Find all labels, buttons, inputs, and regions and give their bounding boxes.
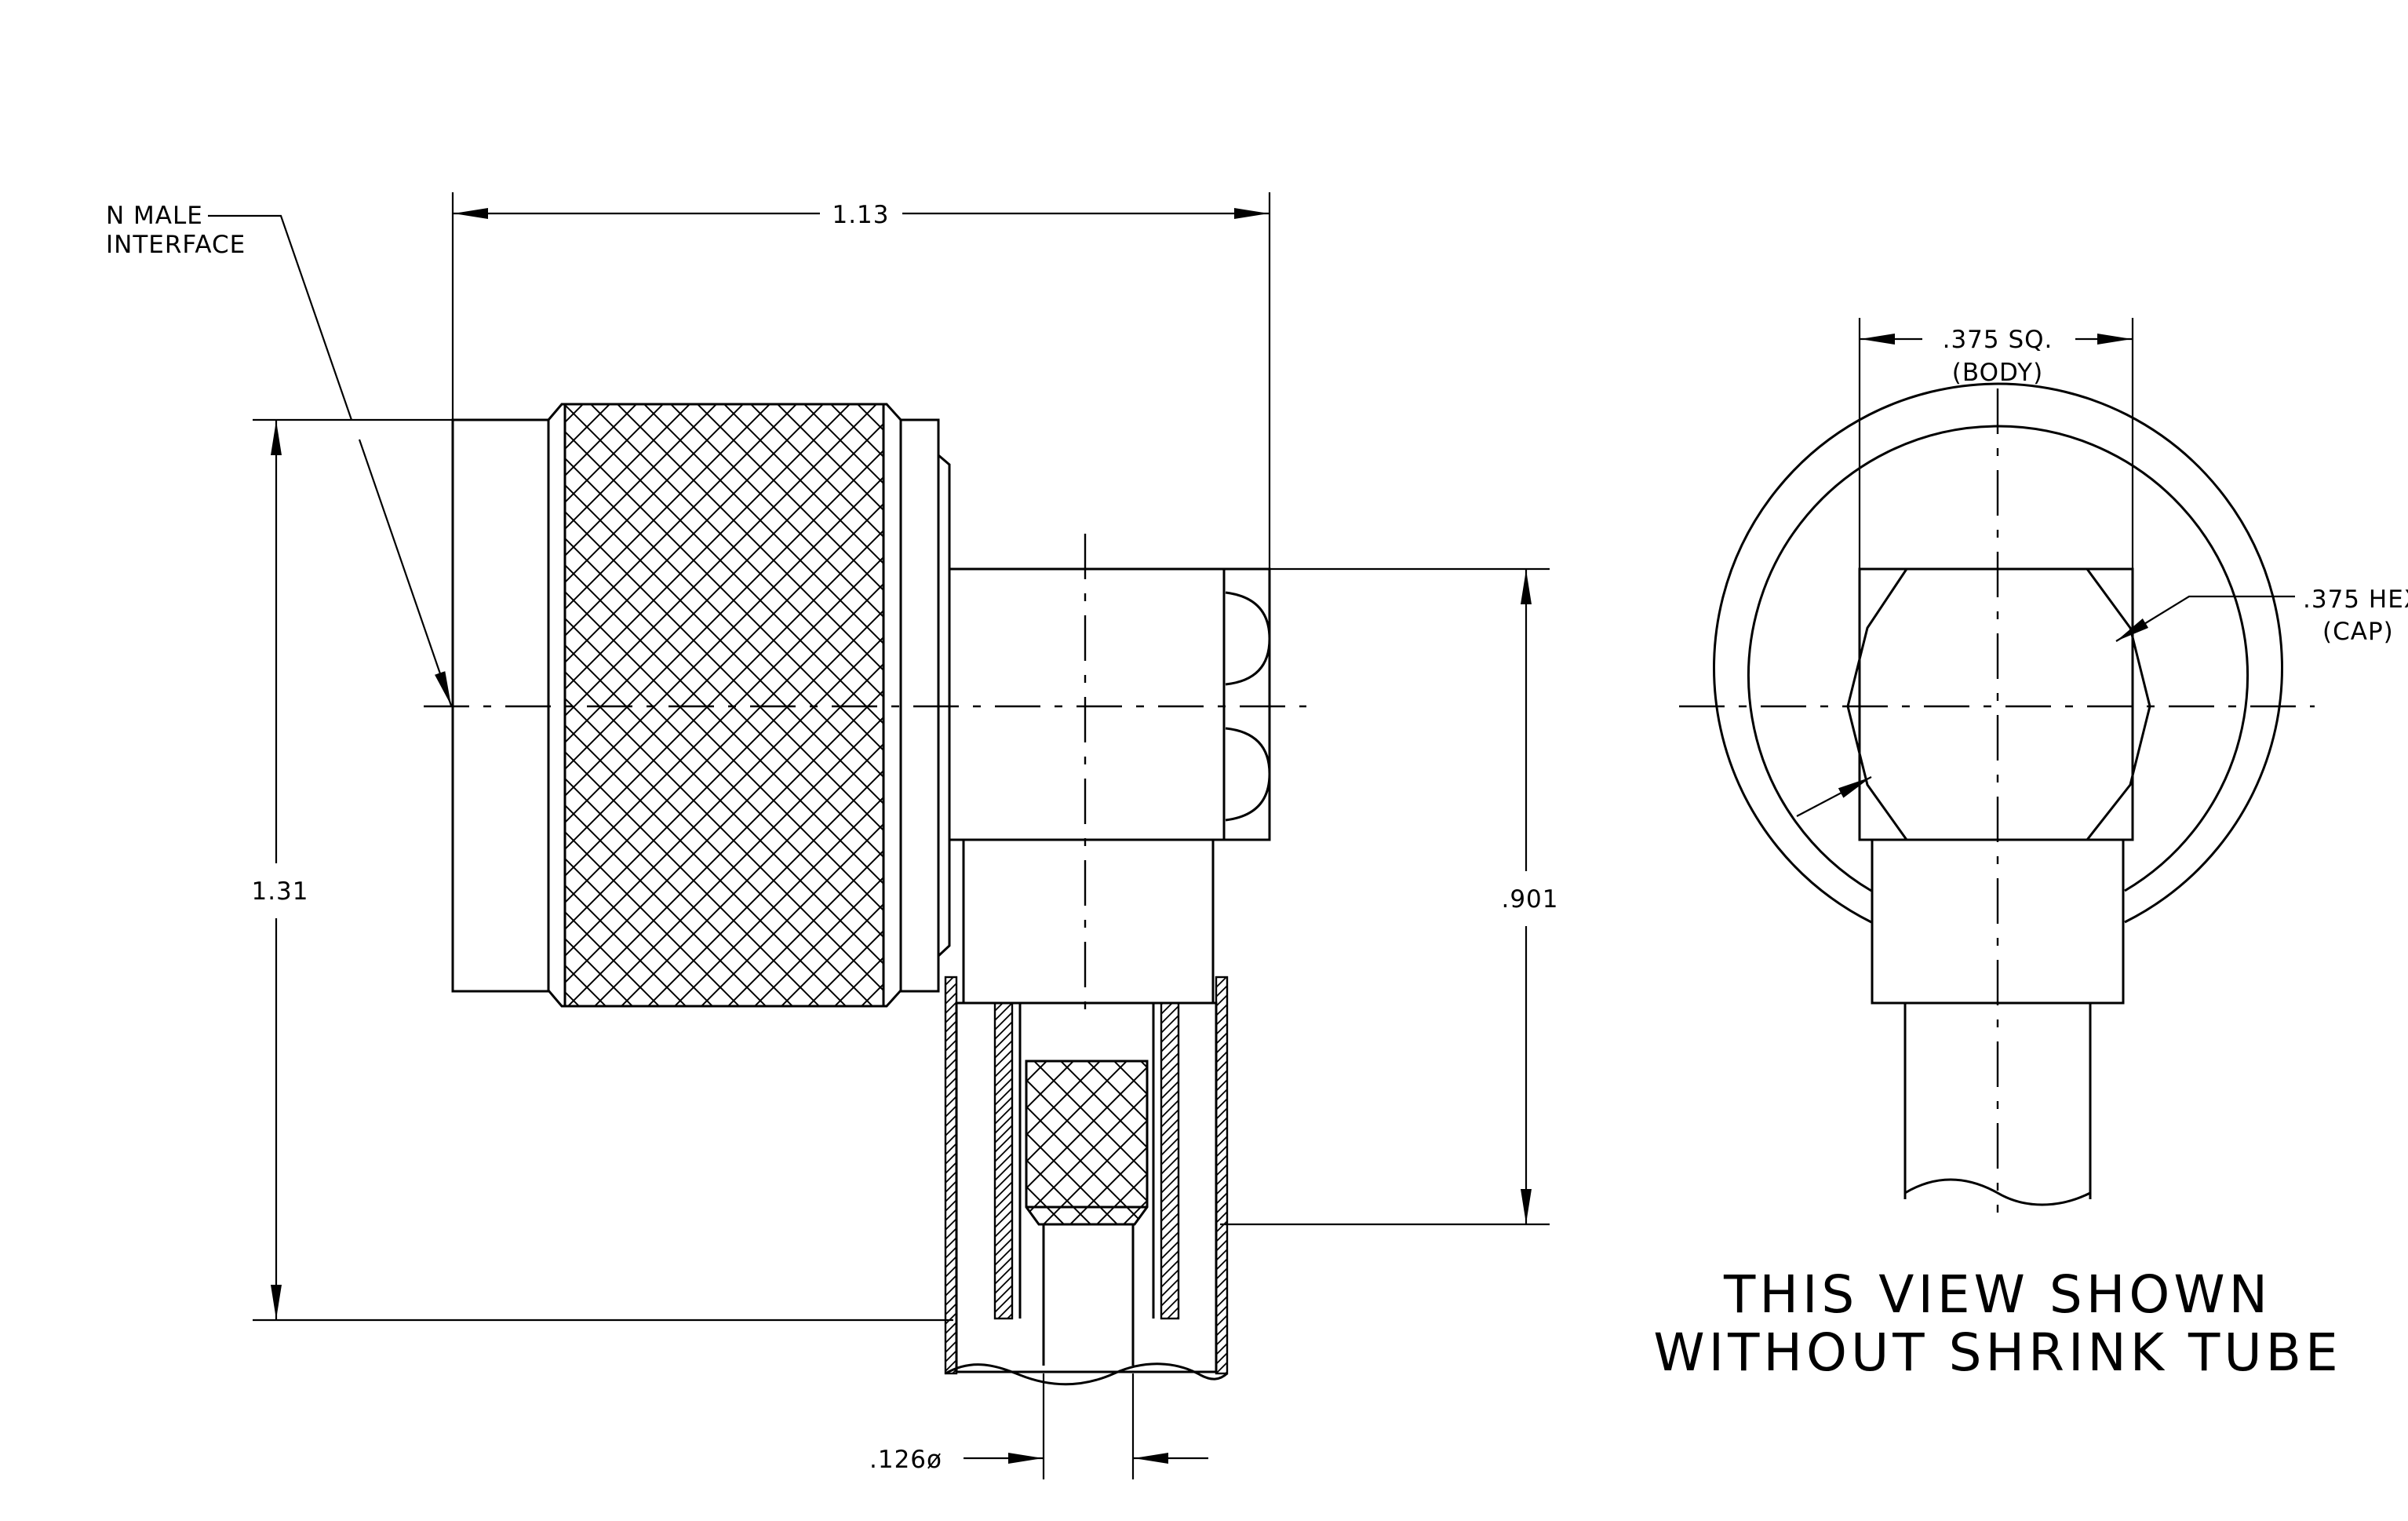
end-view [1679,382,2315,1213]
cap-size-label-line2: (CAP) [2322,618,2394,646]
cap-dome-upper [1225,591,1271,686]
cap-dome-lower [1225,727,1271,822]
ferrule-outer [955,1001,1218,1373]
side-view [424,403,1306,1386]
interface-label-line1: N MALE [106,202,203,230]
shrink-tube-left [944,976,958,1375]
interface-leader [208,214,353,421]
dim-height-label: 1.31 [251,877,308,906]
knurl-pattern [563,403,885,1008]
dim-pin-label: .126ø [869,1446,942,1474]
body-size-label-line1: .375 SQ. [1943,326,2053,354]
square-body [1858,567,2134,841]
hex-cap [1846,567,2151,841]
view-note-line2: WITHOUT SHRINK TUBE [1653,1322,2341,1383]
end-cable-break [1904,1178,2091,1206]
cable-break [945,1362,1228,1386]
end-dimensions: .375 SQ. (BODY) .375 HEX (CAP) THIS VIEW… [1653,318,2408,1383]
pin-knurl [1025,1060,1149,1226]
angle-body [948,567,1226,841]
interface-label-line2: INTERFACE [106,231,246,259]
ferrule-wall-right [1160,1001,1180,1320]
ferrule-wall-left [993,1001,1014,1320]
side-dimensions: 1.13 1.31 .901 .126ø N MALE INTERFACE [106,192,1558,1479]
body-size-label-line2: (BODY) [1952,359,2043,387]
dim-offset-label: .901 [1501,885,1558,914]
outer-circle [1713,382,2283,924]
view-note-line1: THIS VIEW SHOWN [1723,1264,2271,1325]
body-neck [962,838,1215,1005]
cap-size-label-line1: .375 HEX [2303,585,2408,614]
dim-length-label: 1.13 [832,201,889,229]
shrink-tube-right [1215,976,1229,1375]
